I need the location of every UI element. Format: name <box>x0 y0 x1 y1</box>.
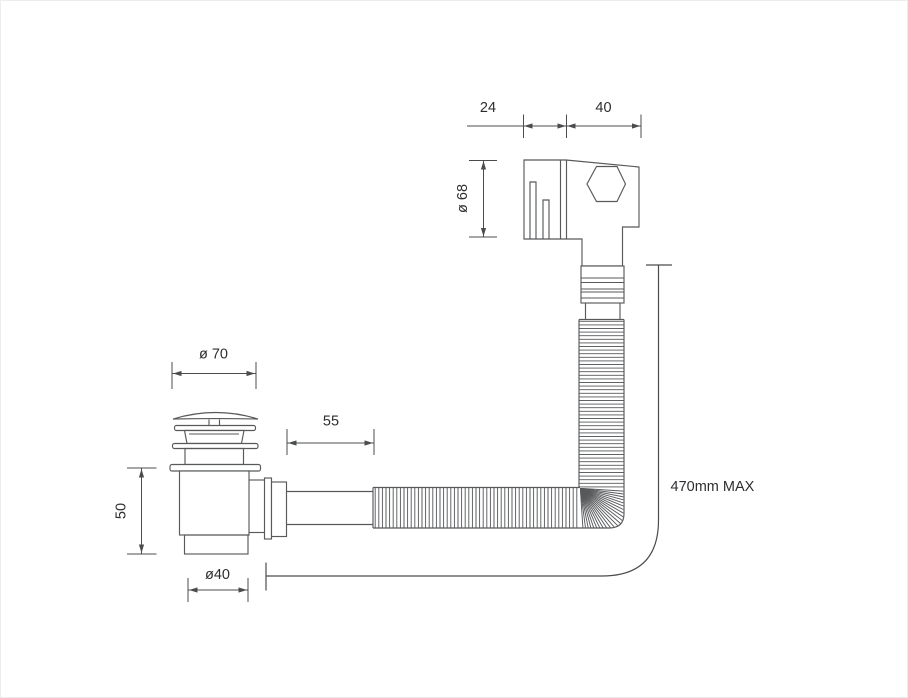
dim-d68-annotation: ø 68 <box>455 160 497 238</box>
cap-flange-2 <box>171 442 259 450</box>
outlet-washer-plate <box>263 477 273 540</box>
dim-55-annotation: 55 <box>286 414 375 455</box>
dim-label-d40: ø40 <box>205 567 230 583</box>
dim-label-50: 50 <box>114 503 130 519</box>
overflow-clip-slot-1 <box>529 181 537 239</box>
dim-label-55: 55 <box>323 414 339 430</box>
hose-connector-nut <box>580 265 625 320</box>
side-outlet <box>249 477 288 540</box>
vertical-hose-ribs <box>579 319 624 488</box>
dim-d70-annotation: ø 70 <box>171 347 257 389</box>
dim-label-d68: ø 68 <box>455 184 471 213</box>
plain-outlet-pipe <box>286 490 373 526</box>
horizontal-hose-ribs <box>373 487 580 528</box>
waste-top-flange <box>169 463 262 472</box>
waste-body <box>178 470 250 536</box>
dim-24-40-annotation: 24 40 <box>467 100 642 138</box>
dim-470-annotation: 470mm MAX <box>265 264 755 591</box>
overflow-clip-slot-2 <box>542 199 550 239</box>
dim-label-d70: ø 70 <box>199 347 228 363</box>
outlet-nut <box>270 481 288 538</box>
hose-elbow-ribs <box>580 488 624 528</box>
dim-50-annotation: 50 <box>114 467 157 555</box>
overflow-elbow-assembly <box>523 159 640 320</box>
dim-label-24: 24 <box>480 100 496 116</box>
overflow-hex-nut <box>586 165 627 203</box>
dim-label-40: 40 <box>595 100 611 116</box>
dim-label-470mm-max: 470mm MAX <box>671 479 755 495</box>
cap-flange-1 <box>173 424 257 432</box>
plug-dome-cap <box>172 411 259 420</box>
waste-plug-assembly <box>169 411 288 555</box>
cap-collar <box>183 429 245 445</box>
waste-tail-thread <box>183 534 249 555</box>
flexible-hose <box>372 318 625 529</box>
hose-elbow-corner <box>608 513 625 529</box>
dim-d40-annotation: ø40 <box>187 567 249 602</box>
